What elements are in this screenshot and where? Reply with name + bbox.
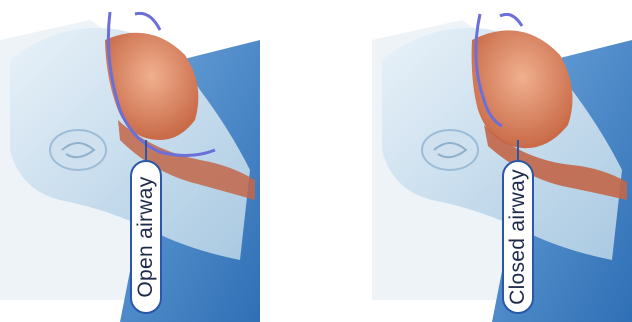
open-airway-label-text: Open airway xyxy=(134,176,158,297)
ear-shape xyxy=(50,130,106,170)
closed-airway-label: Closed airway xyxy=(502,160,534,314)
open-airway-illustration: Open airway xyxy=(0,0,260,322)
closed-airway-illustration: Closed airway xyxy=(372,0,632,322)
ear-shape xyxy=(422,130,478,170)
open-airway-label: Open airway xyxy=(130,160,162,314)
closed-airway-label-text: Closed airway xyxy=(506,169,530,305)
